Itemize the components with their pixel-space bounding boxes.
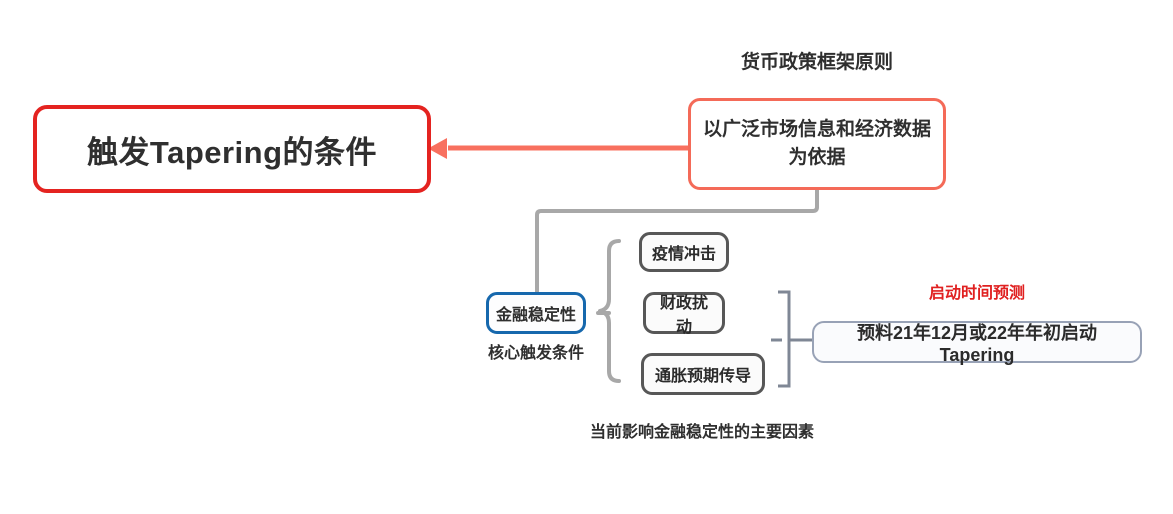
principle-node-market-data-basis[interactable]: 以广泛市场信息和经济数据为依据: [688, 98, 946, 190]
factor-node-inflation-expectation-transmission[interactable]: 通胀预期传导: [641, 353, 765, 395]
forecast-node-tapering-start-time[interactable]: 预料21年12月或22年年初启动Tapering: [812, 321, 1142, 365]
forecast-node-label: 预料21年12月或22年年初启动Tapering: [856, 322, 1098, 365]
forecast-branch-label: 启动时间预测: [928, 285, 1025, 302]
connector-root-principle: [428, 138, 688, 159]
stability-node-financial-stability[interactable]: 金融稳定性: [486, 292, 586, 334]
stability-branch-label: 核心触发条件: [487, 345, 584, 362]
factors-branch-label: 当前影响金融稳定性的主要因素: [589, 424, 814, 441]
stability-node-label: 金融稳定性: [495, 307, 576, 324]
principle-branch-label: 货币政策框架原则: [740, 52, 893, 73]
factor-node-label: 通胀预期传导: [654, 368, 751, 385]
root-node-tapering-conditions[interactable]: 触发Tapering的条件: [33, 105, 431, 193]
factor-node-label: 财政扰动: [659, 295, 708, 336]
factor-node-label: 疫情冲击: [652, 246, 717, 263]
root-node-label: 触发Tapering的条件: [86, 134, 378, 170]
brace-stability-factors: [596, 239, 621, 383]
bracket-factors-forecast: [771, 290, 812, 388]
factor-node-fiscal-disturbance[interactable]: 财政扰动: [643, 292, 725, 336]
factor-node-pandemic-shock[interactable]: 疫情冲击: [639, 232, 729, 272]
principle-node-label: 以广泛市场信息和经济数据为依据: [703, 119, 932, 168]
